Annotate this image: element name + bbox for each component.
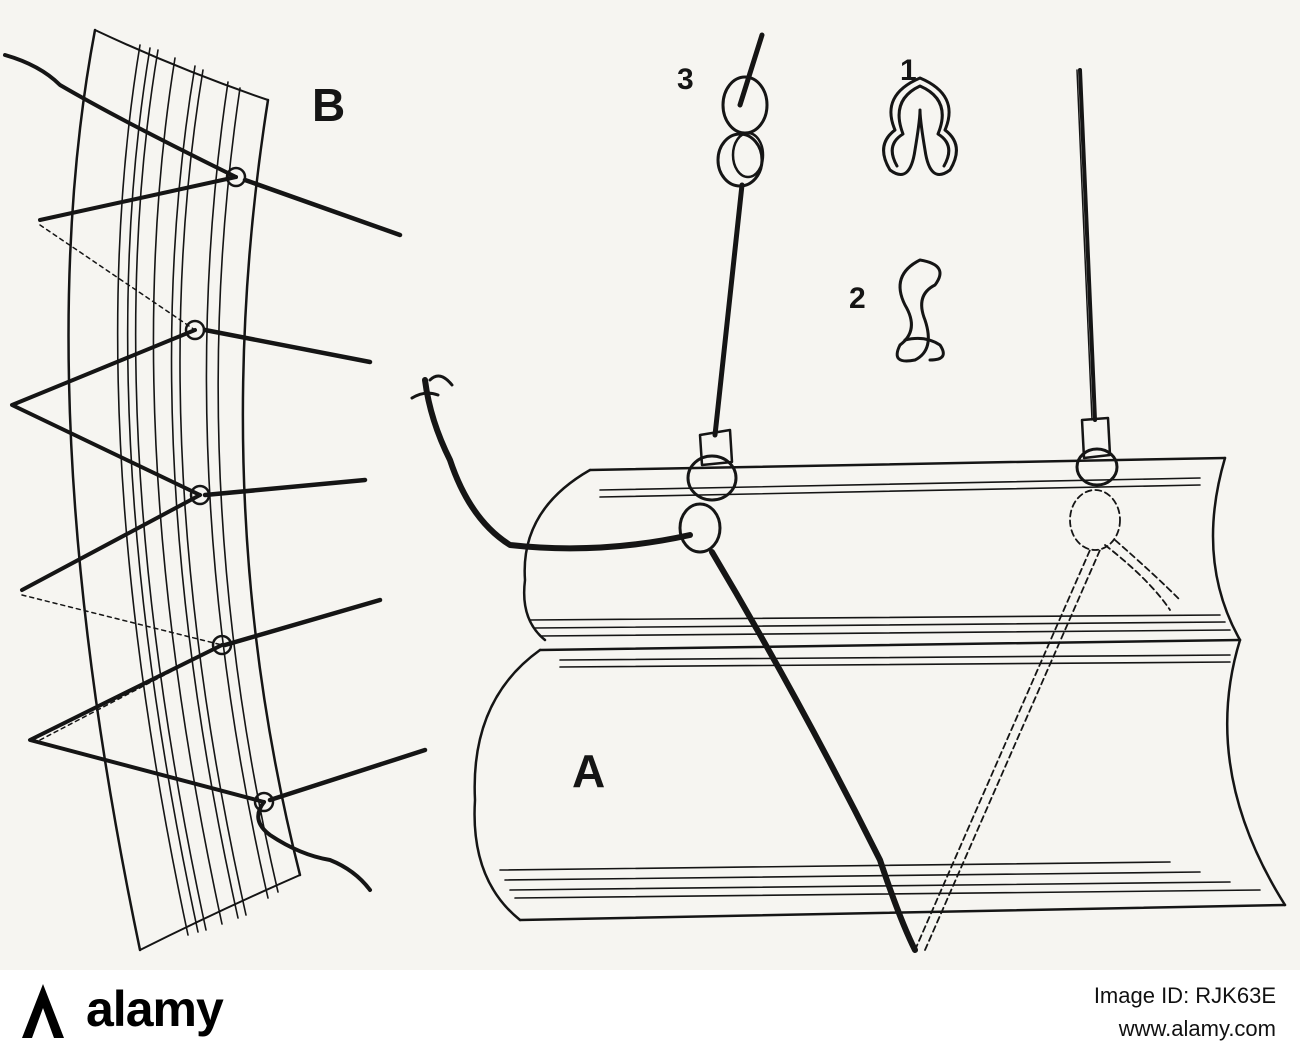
site-url-text: www.alamy.com <box>1118 1016 1276 1041</box>
brand-name: alamy <box>86 981 224 1037</box>
binding-twine-figure-b <box>3 53 372 892</box>
binding-cord-figure-a <box>410 374 918 953</box>
image-id-text: Image ID: RJK63E <box>1093 983 1276 1008</box>
rim-grooves-figure-a <box>499 477 1261 899</box>
step-label-2: 2 <box>849 282 866 315</box>
spoke-eyelets-figure-b <box>184 166 275 813</box>
loop-detail-1 <box>882 76 958 176</box>
hidden-twine-figure-b <box>13 224 223 741</box>
alamy-a-logo-icon <box>22 984 64 1038</box>
figure-label-b: B <box>312 79 346 131</box>
loop-detail-3 <box>712 32 769 438</box>
step-label-1: 1 <box>900 54 917 87</box>
spokes-figure-b <box>202 177 428 803</box>
rim-figure-a <box>473 456 1287 922</box>
loop-detail-2 <box>895 258 945 363</box>
watermark-footer: alamy Image ID: RJK63E www.alamy.com <box>0 970 1300 1059</box>
line-drawing <box>3 28 1287 953</box>
step-label-3: 3 <box>677 63 694 96</box>
spokes-figure-a <box>686 68 1119 502</box>
hidden-cord-figure-a <box>914 489 1181 951</box>
wheel-lacing-illustration: B A 1 2 3 <box>0 0 1300 970</box>
figure-label-a: A <box>572 745 606 797</box>
